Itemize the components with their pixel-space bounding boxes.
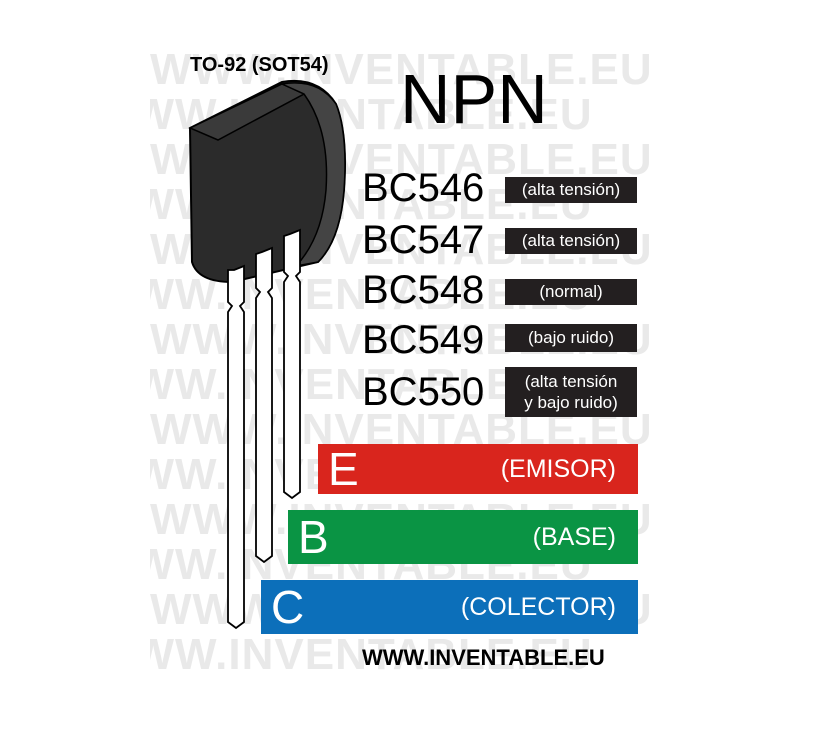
pin-name-emitter: (EMISOR) [500,454,616,483]
model-tag: (alta tensión) [505,177,637,203]
type-title: NPN [400,60,548,138]
package-label: TO-92 (SOT54) [190,54,329,76]
watermark-text: WWW.INVENTABLE.EU [150,630,593,679]
model-tag-line: (alta tensión) [521,180,621,200]
pin-letter-c: C [271,581,305,633]
pin-emitter-lead [283,228,301,500]
model-tag: (bajo ruido) [505,324,637,352]
watermark-text: WWW.INVENTABLE.EU [150,45,653,94]
model-tag-line: (bajo ruido) [528,328,614,348]
model-name: BC548 [362,268,485,312]
pin-collector-lead [227,264,245,630]
model-tag: (alta tensión y bajo ruido) [505,367,637,417]
model-tag: (normal) [505,279,637,305]
pin-name-base: (BASE) [532,522,616,551]
footer-url: WWW.INVENTABLE.EU [362,645,605,670]
pin-letter-e: E [328,443,359,495]
pin-bar-collector: C (COLECTOR) [261,580,638,634]
pin-bar-emitter: E (EMISOR) [318,444,638,494]
pin-bar-base: B (BASE) [288,510,638,564]
model-tag-line: (normal) [539,282,603,302]
model-tag: (alta tensión) [505,228,637,254]
model-tag-line: y bajo ruido) [524,393,618,412]
model-tag-line: (alta tensión) [521,231,621,251]
model-tag-line: (alta tensión [524,371,618,391]
transistor-round-side [279,82,346,268]
model-name: BC549 [362,318,485,362]
model-name: BC547 [362,218,485,262]
pin-letter-b: B [298,511,329,563]
pin-base-lead [255,246,273,564]
pin-name-collector: (COLECTOR) [460,592,616,621]
model-name: BC546 [362,166,485,210]
model-name: BC550 [362,370,485,414]
